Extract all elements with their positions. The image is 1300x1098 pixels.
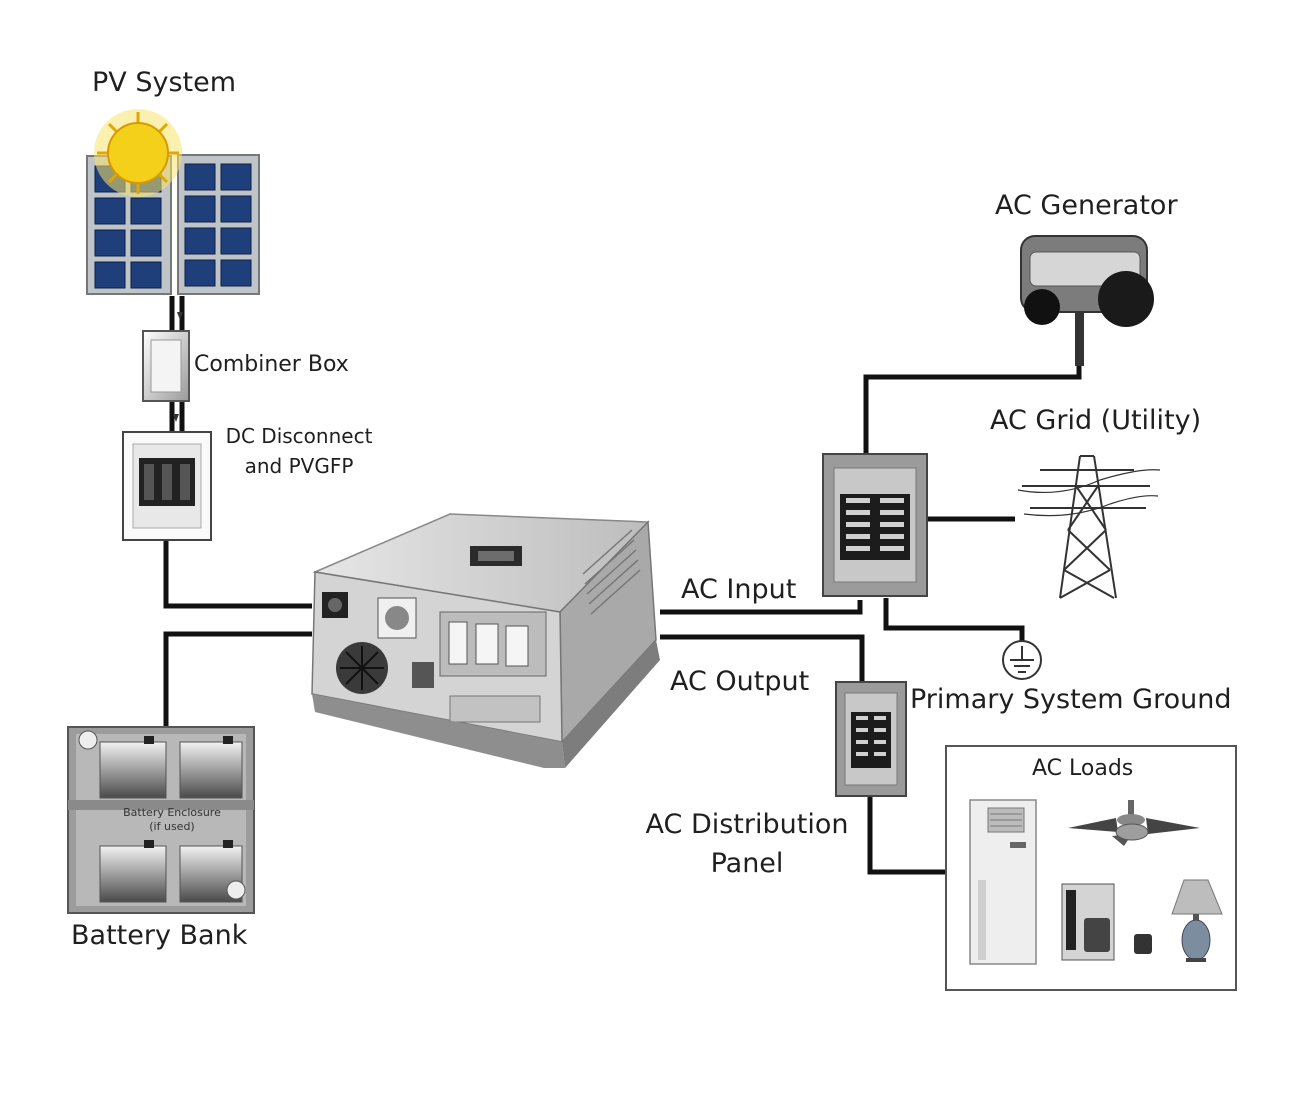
ac-input-label: AC Input xyxy=(681,574,797,605)
combiner-box-icon xyxy=(142,330,190,402)
sun-icon xyxy=(94,109,182,197)
ceiling-fan-icon xyxy=(1068,800,1200,846)
ac-grid-label: AC Grid (Utility) xyxy=(990,405,1202,436)
current-arrows xyxy=(173,312,183,422)
wiring xyxy=(163,296,1082,875)
battery-enclosure-label-line1: Battery Enclosure xyxy=(123,806,221,819)
air-conditioner-icon xyxy=(969,799,1037,965)
distribution-panel-icon xyxy=(835,681,907,797)
wire-distribution-to-loads xyxy=(867,796,946,875)
ac-loads-label: AC Loads xyxy=(1032,756,1134,781)
wire-ac-output xyxy=(660,634,865,682)
wire-disconnect-to-inverter xyxy=(163,540,312,609)
wire-ac-input xyxy=(660,600,863,615)
pv-system-label: PV System xyxy=(92,67,237,98)
battery-enclosure-label-line2: (if used) xyxy=(149,820,194,833)
lamp-icon xyxy=(1171,879,1223,962)
ac-generator-label: AC Generator xyxy=(995,190,1178,221)
dc-disconnect-icon xyxy=(122,431,212,541)
transmission-tower-icon xyxy=(1017,455,1161,599)
wire-battery-to-inverter xyxy=(163,631,312,728)
generator-icon xyxy=(1020,235,1154,366)
combiner-box-label: Combiner Box xyxy=(194,352,349,377)
wire-ground xyxy=(883,598,1025,648)
coffee-maker-icon xyxy=(1061,883,1152,961)
wire-generator-to-panel xyxy=(863,366,1082,454)
battery-bank-label: Battery Bank xyxy=(71,920,248,951)
wire-combiner-to-disconnect xyxy=(169,400,185,432)
ac-output-label: AC Output xyxy=(670,666,810,697)
ac-distribution-label-line2: Panel xyxy=(710,848,784,879)
primary-ground-label: Primary System Ground xyxy=(910,684,1232,715)
battery-icon xyxy=(67,726,255,914)
breaker-panel-icon xyxy=(822,453,928,597)
dc-disconnect-label-line2: and PVGFP xyxy=(244,454,354,478)
inverter-icon xyxy=(311,513,660,768)
dc-disconnect-label-line1: DC Disconnect xyxy=(225,424,373,448)
ac-distribution-label-line1: AC Distribution xyxy=(645,809,849,840)
ground-symbol-icon xyxy=(1002,640,1042,680)
